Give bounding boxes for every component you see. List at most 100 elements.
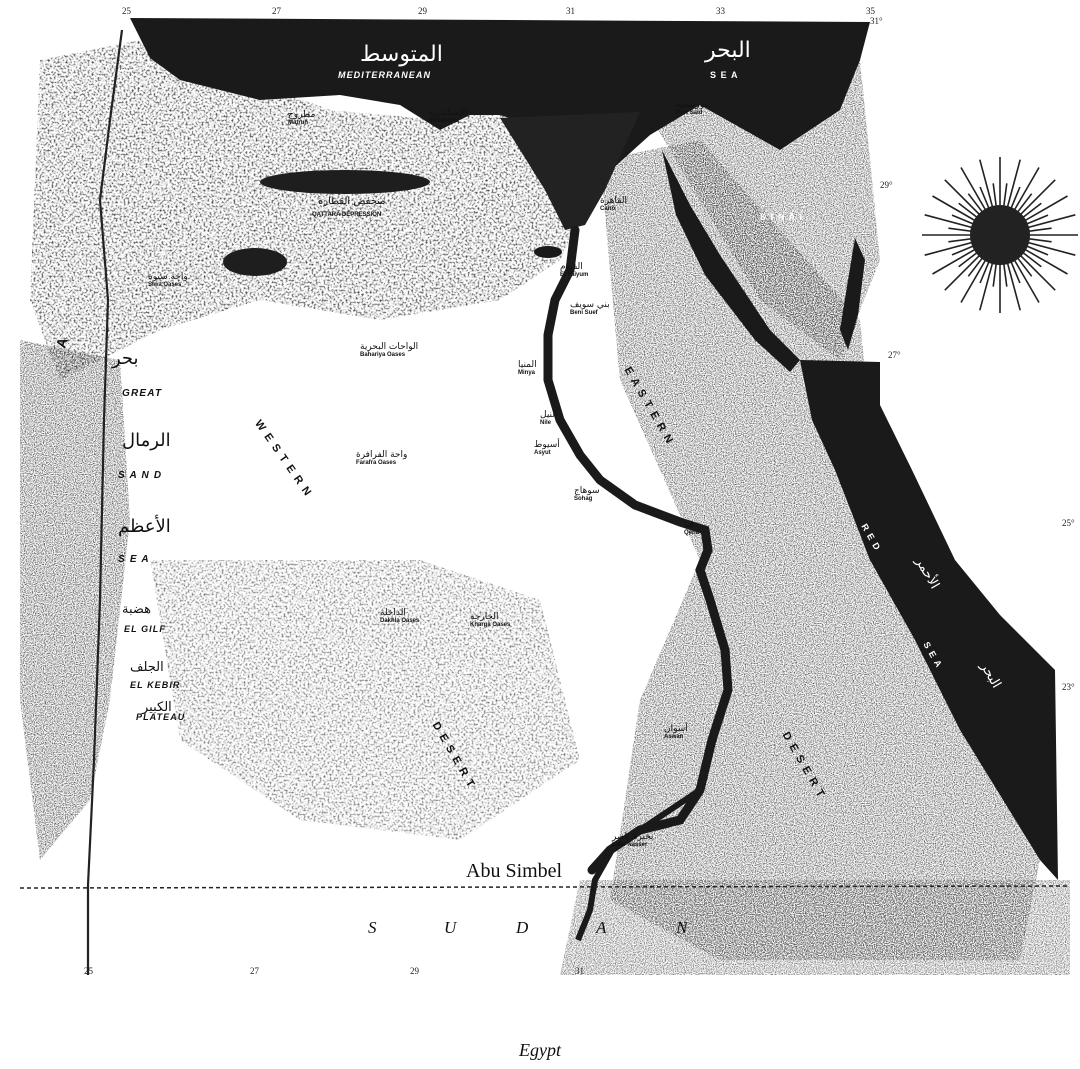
place-name: Minya <box>518 370 536 376</box>
gilf-arabic-label: هضبة <box>122 602 152 617</box>
place-name: Siwa Oases <box>148 282 182 288</box>
sudan-texture <box>560 880 1070 975</box>
kebir-arabic-label: الجلف <box>130 660 164 675</box>
latitude-tick-right: 23° <box>1062 682 1075 692</box>
western-edge-texture <box>20 340 130 860</box>
longitude-tick-top: 25 <box>122 6 131 16</box>
sudan-letter: D <box>516 918 529 937</box>
place-name: Cairo <box>600 206 616 212</box>
place-arabic-name: بني سويف <box>570 300 610 310</box>
sun-core <box>970 205 1030 265</box>
place-name: Nile <box>540 420 552 426</box>
mediterranean-label: MEDITERRANEAN <box>338 70 432 80</box>
place-name: Alexandria <box>428 118 459 124</box>
latitude-tick-right: 25° <box>1062 518 1075 528</box>
sea-arabic-label: الأعظم <box>118 516 171 537</box>
gulf-of-suez <box>662 150 800 372</box>
place-arabic-name: سوهاج <box>574 486 600 496</box>
longitude-tick-bottom: 27 <box>250 966 259 976</box>
place-name: Sohag <box>574 496 593 502</box>
kebir-label: EL KEBIR <box>130 680 181 690</box>
place-arabic-name: الواحات البحرية <box>360 342 419 352</box>
gilf-label: EL GILF <box>124 624 166 634</box>
sea-label: S E A <box>710 70 739 80</box>
red-sea <box>800 360 1058 880</box>
place-name: Dakhla Oases <box>380 618 420 624</box>
sudan-letter: A <box>596 918 607 937</box>
plateau-label: PLATEAU <box>136 712 186 722</box>
place-name: Bahariya Oases <box>360 352 406 358</box>
sudan-letter: S <box>368 918 377 937</box>
nile-river <box>543 225 733 875</box>
abu-simbel-label: Abu Simbel <box>466 860 563 882</box>
place-name: Asyut <box>534 450 551 456</box>
place-arabic-name: الداخلة <box>380 608 406 618</box>
qattara-label: QATTARA DEPRESSION <box>312 212 382 218</box>
place-name: Lake Nasser <box>612 842 648 848</box>
place-name: Beni Suef <box>570 310 598 316</box>
place-arabic-name: أسيوط <box>534 440 560 450</box>
place-arabic-name: مطروح <box>288 110 316 120</box>
southern-border <box>19 885 1071 889</box>
sand-label: S A N D <box>118 470 163 481</box>
latitude-tick-right: 27° <box>888 350 901 360</box>
place-arabic-name: المنيا <box>518 360 537 370</box>
place-arabic-name: الإسكندرية <box>428 108 468 118</box>
qattara-arabic-label: منخفض القطارة <box>318 196 386 207</box>
bahr-arabic-label: البحر <box>705 38 751 63</box>
sudan-letter: N <box>676 918 688 937</box>
siwa-depression <box>223 248 287 276</box>
place-arabic-name: بحيرة ناصر <box>612 832 654 842</box>
place-name: Kharga Oases <box>470 622 511 628</box>
nile-delta <box>500 112 640 230</box>
longitude-tick-bottom: 31 <box>575 966 584 976</box>
plateau-arabic-label: الكبير <box>142 700 172 715</box>
place-arabic-name: الفيوم <box>560 262 583 272</box>
lake-qarun <box>534 246 562 258</box>
northern-desert-texture <box>30 40 600 380</box>
place-arabic-name: واحة الفرافرة <box>356 450 408 460</box>
longitude-tick-bottom: 25 <box>84 966 93 976</box>
place-arabic-name: القاهرة <box>600 196 627 206</box>
place-name: Matruh <box>288 120 308 126</box>
sudan-letter: U <box>444 918 457 937</box>
longitude-tick-bottom: 29 <box>410 966 419 976</box>
place-arabic-name: أسوان <box>664 724 688 734</box>
place-arabic-name: بورسعيد <box>676 100 707 110</box>
great-label: GREAT <box>122 388 163 399</box>
place-name: Aswan <box>664 734 684 740</box>
qattara-depression <box>260 170 430 194</box>
sinai-texture <box>640 60 880 360</box>
mediterranean-arabic-label: المتوسط <box>360 42 443 67</box>
place-arabic-name: واحة سيوة <box>148 272 188 282</box>
figure-caption: Egypt <box>519 1040 561 1060</box>
longitude-tick-top: 29 <box>418 6 427 16</box>
place-arabic-name: النيل <box>540 410 558 420</box>
place-name: Farafra Oases <box>356 460 397 466</box>
place-name: Qena <box>684 530 700 536</box>
lake-nasser <box>575 739 715 942</box>
great-sand-sea-label: S E A <box>118 554 150 565</box>
great-arabic-label: بحر <box>112 348 139 369</box>
place-name: El Faiyum <box>560 272 589 278</box>
place-arabic-name: الخارجة <box>470 612 499 622</box>
longitude-tick-top: 35 <box>866 6 875 16</box>
